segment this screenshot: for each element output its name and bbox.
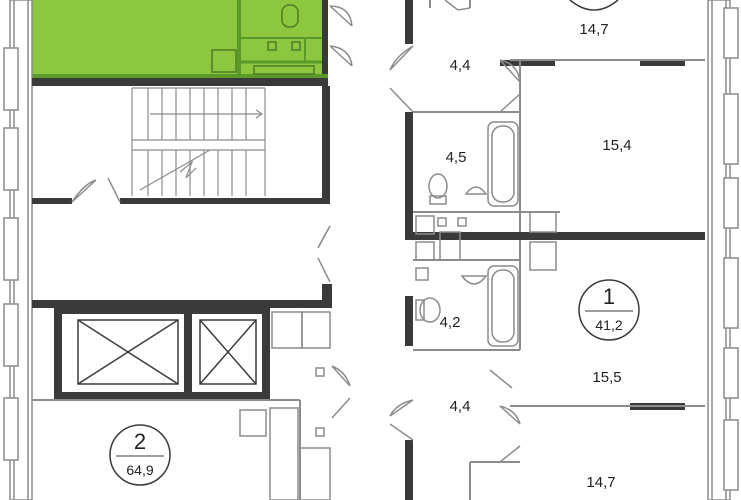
bathtub-icon [487, 121, 519, 207]
toilet-icon [419, 297, 441, 323]
highlighted-apartment[interactable] [32, 0, 328, 78]
doors [71, 0, 521, 463]
partition-walls [32, 0, 705, 500]
apartment-badge-2[interactable]: 2 64,9 [109, 424, 171, 486]
room-area-label: 4,4 [450, 398, 471, 415]
left-facade [3, 0, 33, 500]
room-area-label: 4,2 [440, 314, 461, 331]
staircase [131, 87, 266, 196]
room-area-labels: 14,7 4,4 4,5 15,4 4,2 4,4 15,5 14,7 [440, 21, 632, 491]
bath-fixtures [415, 121, 557, 347]
sink-icon [211, 49, 237, 73]
apartment-area: 41,2 [595, 317, 622, 333]
apartment-badge-1[interactable]: 1 41,2 [578, 279, 640, 341]
room-area-label: 4,5 [446, 149, 467, 166]
right-facade [707, 0, 739, 500]
bathtub-icon [487, 265, 519, 347]
room-area-label: 14,7 [579, 21, 608, 38]
apartment-number: 1 [603, 284, 615, 309]
room-area-label: 15,5 [592, 369, 621, 386]
room-area-label: 15,4 [602, 137, 631, 154]
utility-boxes [239, 311, 331, 500]
sink-icon [464, 186, 488, 195]
apartment-badge-top-partial [569, 0, 619, 11]
room-area-label: 4,4 [450, 57, 471, 74]
room-area-label: 14,7 [586, 474, 615, 491]
toilet-icon [281, 4, 299, 28]
sink-icon [460, 275, 488, 285]
apartment-number: 2 [134, 429, 146, 454]
elevator-shafts [77, 319, 257, 385]
toilet-icon [428, 173, 448, 199]
apartment-area: 64,9 [126, 462, 153, 478]
